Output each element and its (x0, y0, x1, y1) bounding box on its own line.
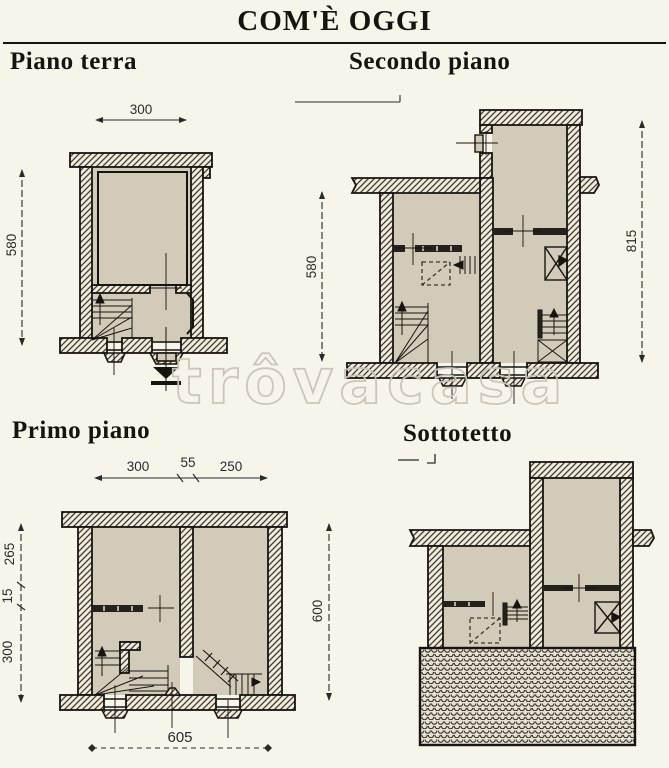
dim-580-label: 580 (304, 256, 319, 279)
small-stair-left (452, 256, 481, 274)
wall-bottom-1 (59, 694, 105, 711)
page-title: COM'È OGGI (237, 5, 432, 37)
inner-wall (92, 595, 174, 622)
wall-left (79, 166, 93, 341)
dimension-width-bottom: 605 (88, 729, 272, 752)
wall-top (61, 511, 288, 528)
dim-600-label: 600 (310, 600, 325, 623)
dim-250-label: 250 (220, 459, 243, 474)
room-tower (543, 478, 620, 648)
room-left (443, 546, 530, 648)
secondo-piano-plan: 580 815 (295, 95, 645, 404)
door-axis-marks (113, 253, 182, 375)
skylight-dashed (421, 261, 451, 286)
hall-chamfers (186, 292, 194, 335)
title-divider (3, 42, 666, 44)
winder-staircase (94, 645, 169, 696)
small-stair-right (226, 673, 262, 695)
main-top-wall (350, 177, 481, 194)
roof-window (594, 601, 622, 634)
walls (59, 511, 296, 711)
wall-bottom-2 (125, 694, 217, 711)
dimension-heights-left: 265 15 300 (0, 523, 26, 703)
dimension-height-left: 580 (304, 191, 325, 362)
dim-55-label: 55 (180, 455, 195, 470)
tower-top-wall (479, 109, 583, 126)
dim-815-label: 815 (624, 230, 639, 253)
room-left (393, 193, 480, 363)
tiled-roof (418, 646, 637, 747)
label-sottotetto: Sottotetto (403, 420, 513, 447)
dimension-height-right: 815 (624, 120, 645, 363)
wall-inner (91, 284, 151, 294)
tower-left-wall (529, 477, 544, 649)
diagonal-stair (195, 649, 239, 688)
tower-right-wall (619, 477, 634, 649)
dimension-height-right: 600 (310, 523, 332, 701)
piano-terra-plan: 300 580 (4, 102, 228, 391)
porch-small (102, 352, 127, 363)
left-wall (427, 545, 444, 649)
bottom-wall-3 (526, 362, 599, 379)
wall-bottom-2 (121, 337, 153, 354)
right-wing-wall (632, 529, 655, 547)
bottom-wall-1 (346, 362, 438, 379)
dimension-width-top: 300 (95, 102, 187, 123)
wall-left (77, 526, 93, 696)
dim-300-label: 300 (130, 102, 153, 117)
walls (59, 152, 228, 354)
dim-fragment (295, 95, 401, 103)
entry-porches (100, 682, 244, 738)
wall-bottom-3 (239, 694, 296, 711)
bottom-wall-2 (466, 362, 501, 379)
wall-bottom-3 (180, 337, 228, 354)
label-primo-piano: Primo piano (12, 417, 151, 444)
interior-space (92, 165, 192, 343)
right-wing-wall (579, 176, 600, 194)
walls (408, 461, 655, 649)
small-stair (502, 598, 528, 626)
dimension-widths-top: 300 55 250 (94, 455, 268, 483)
wall-top (69, 152, 213, 168)
entrance-arrow (151, 327, 181, 391)
wall-bottom-1 (59, 337, 108, 354)
dim-300-label: 300 (127, 459, 150, 474)
dim-265-label: 265 (2, 543, 17, 566)
staircase (91, 292, 133, 341)
entry-porches (437, 351, 527, 404)
middle-wall (479, 177, 494, 364)
dim-580-label: 580 (4, 234, 19, 257)
label-secondo-piano: Secondo piano (349, 48, 511, 75)
label-piano-terra: Piano terra (10, 48, 137, 75)
left-wall (379, 192, 394, 364)
tower-door (456, 131, 498, 155)
stair-stub-wall-h (119, 641, 141, 651)
primo-piano-plan: 300 55 250 265 15 300 600 605 (0, 455, 332, 752)
staircase-left (394, 300, 429, 364)
roof-window (544, 246, 569, 281)
dimension-height-left: 580 (4, 169, 25, 346)
wall-right (267, 526, 283, 696)
main-top-wall (408, 529, 531, 547)
dim-15-label: 15 (0, 588, 15, 603)
sottotetto-plan (398, 454, 655, 747)
room-outline (97, 171, 188, 286)
wall-middle (179, 526, 194, 658)
room-right (193, 527, 268, 695)
dim-300-left-label: 300 (0, 641, 15, 664)
dim-fragment (398, 454, 436, 464)
tower-top-wall (529, 461, 634, 479)
tower-right-wall (566, 124, 581, 364)
inner-walls (443, 574, 620, 616)
wall-right-step (202, 166, 211, 179)
staircase-right (537, 307, 568, 363)
dim-605-label: 605 (167, 729, 192, 746)
wall-inner-stub (175, 284, 192, 294)
skylight-dashed (469, 617, 501, 644)
stair-up-arrow (95, 292, 105, 304)
inner-walls (393, 215, 567, 265)
